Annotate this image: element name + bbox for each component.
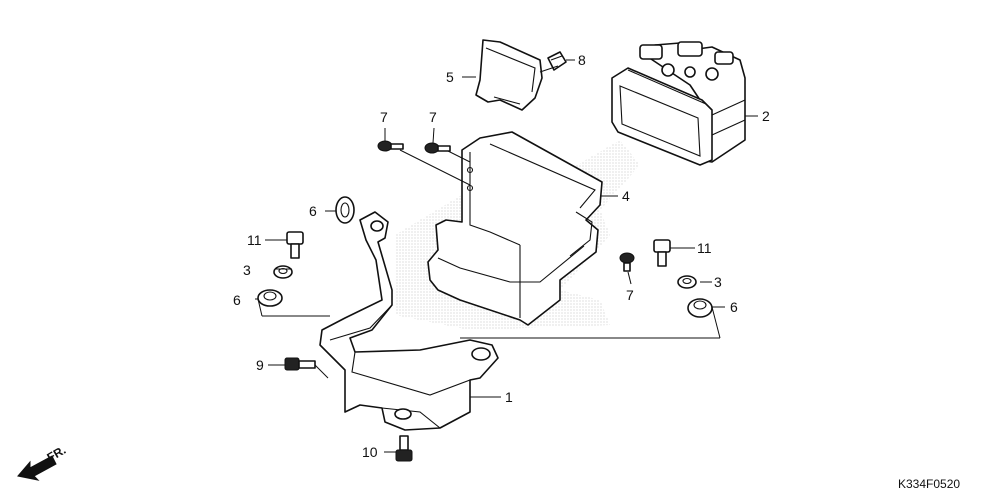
grommet-left (257, 289, 283, 307)
callout-3-left: 3 (243, 262, 251, 278)
drawing-code: K334F0520 (898, 477, 960, 491)
callout-9: 9 (256, 357, 264, 373)
callout-2: 2 (762, 108, 770, 124)
bolt-11-left (286, 231, 304, 259)
callouts: 1 2 3 3 4 5 6 6 6 7 7 7 8 9 10 11 11 (233, 52, 770, 460)
front-arrow-icon (17, 455, 57, 481)
front-direction-indicator: FR. (17, 443, 68, 481)
callout-7-c: 7 (626, 287, 634, 303)
bolt-9 (284, 357, 316, 371)
battery-bracket (319, 211, 499, 431)
screw-7-b (424, 142, 451, 154)
callout-6-upper: 6 (309, 203, 317, 219)
screw-7-a (377, 140, 404, 152)
bolt-10 (395, 435, 413, 462)
callout-10: 10 (362, 444, 378, 460)
callout-1: 1 (505, 389, 513, 405)
bolt-11-right (653, 239, 671, 267)
callout-3-right: 3 (714, 274, 722, 290)
grommet-upper (335, 196, 355, 224)
screw-7-c (619, 252, 635, 272)
collar-right (677, 275, 697, 289)
callout-11-right: 11 (697, 240, 712, 256)
callout-4: 4 (622, 188, 630, 204)
cover-part (475, 39, 543, 111)
battery-tray (427, 131, 603, 326)
abs-modulator-unit (611, 41, 746, 166)
callout-8: 8 (578, 52, 586, 68)
callout-7-b: 7 (429, 109, 437, 125)
collar-left (273, 265, 293, 279)
callout-7-a: 7 (380, 109, 388, 125)
callout-5: 5 (446, 69, 454, 85)
callout-6-left: 6 (233, 292, 241, 308)
grommet-right (687, 298, 713, 318)
leader-lines (255, 59, 758, 453)
clip-nut (547, 51, 567, 71)
callout-11-left: 11 (247, 232, 262, 248)
callout-6-right: 6 (730, 299, 738, 315)
